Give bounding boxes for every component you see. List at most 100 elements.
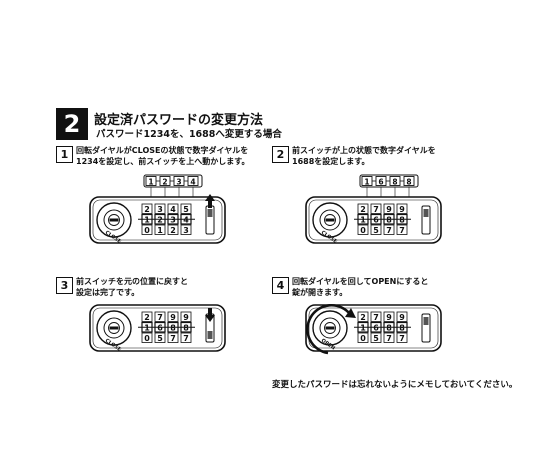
step-2-line1: 前スイッチが上の状態で数字ダイヤルを	[292, 146, 436, 155]
step-3-digit-wheel	[141, 332, 153, 343]
step-1-digit: 2	[157, 216, 163, 225]
step-1-digit: 2	[170, 226, 176, 235]
step-4-digit: 8	[386, 324, 392, 333]
section-title: 設定済パスワードの変更方法	[94, 113, 264, 128]
step-3-digit: 7	[183, 334, 189, 343]
step-3-digit-wheel	[167, 311, 179, 322]
step-1-lock-inner	[92, 199, 223, 241]
step-1-digit-wheel	[167, 224, 179, 235]
step-2-digit-wheel	[370, 224, 382, 235]
step-3-line2: 設定は完了です。	[76, 288, 140, 297]
step-3-keyhole-slot	[109, 326, 119, 330]
step-4-rotation-arrowhead	[345, 308, 356, 318]
step-3-digit-wheel	[180, 332, 192, 343]
step-2-digit-wheel	[357, 224, 369, 235]
step-3-digit: 7	[170, 334, 176, 343]
step-4-number: 4	[272, 277, 289, 294]
step-4-keyhole-slot	[325, 326, 335, 330]
step-2-switch-knob	[423, 209, 429, 217]
step-1-digit: 3	[183, 226, 189, 235]
step-4-digit: 9	[399, 313, 405, 322]
step-2-digit-wheel	[370, 203, 382, 214]
step-1-digit-wheel	[141, 224, 153, 235]
step-1-digit-wheel	[167, 203, 179, 214]
step-4-digit-wheel	[396, 311, 408, 322]
step-2-digit: 2	[360, 205, 366, 214]
step-3-digit-wheel	[167, 332, 179, 343]
step-2-digit-wheel	[396, 203, 408, 214]
step-3-digit: 9	[183, 313, 189, 322]
step-2-digit: 0	[360, 226, 366, 235]
step-2-digit: 7	[386, 226, 392, 235]
step-3-digit: 8	[170, 324, 176, 333]
step-1-digit: 1	[144, 216, 150, 225]
step-3-digit-wheel	[180, 311, 192, 322]
step-2-digit-wheel	[383, 224, 395, 235]
step-1-switch-up-arrow	[205, 194, 215, 208]
step-1-digit: 3	[157, 205, 163, 214]
step-4-digit: 5	[373, 334, 379, 343]
step-3-digit: 2	[144, 313, 150, 322]
section-number-badge: 2	[56, 108, 88, 140]
step-4-digit-wheel	[383, 311, 395, 322]
step-4-lock-inner	[308, 307, 439, 349]
step-2-digit: 8	[399, 216, 405, 225]
step-2-digit: 1	[360, 216, 366, 225]
step-2-keyhole-slot	[325, 218, 335, 222]
step-3-digit: 1	[144, 324, 150, 333]
step-2-digit: 5	[373, 226, 379, 235]
step-4-digit: 1	[360, 324, 366, 333]
step-1-digit-wheel	[154, 203, 166, 214]
step-4-rotation-arrow	[306, 303, 352, 355]
step-3-digit: 5	[157, 334, 163, 343]
step-2-code-digit: 1	[364, 177, 369, 186]
step-1-digit-wheel	[154, 224, 166, 235]
step-3-digit: 9	[170, 313, 176, 322]
step-2-digit-wheel	[383, 203, 395, 214]
step-3-digit: 6	[157, 324, 163, 333]
step-2-digit: 9	[399, 205, 405, 214]
step-1-digit-wheel	[141, 203, 153, 214]
step-2-digit-wheel	[357, 203, 369, 214]
step-1-digit: 2	[144, 205, 150, 214]
step-4-digit: 8	[399, 324, 405, 333]
step-2-digit: 9	[386, 205, 392, 214]
step-1-digit: 4	[183, 216, 189, 225]
step-4-digit: 9	[386, 313, 392, 322]
step-1-digit: 3	[170, 216, 176, 225]
step-3-switch-down-arrow	[205, 308, 215, 322]
step-3-line1: 前スイッチを元の位置に戻すと	[76, 277, 188, 286]
step-1-code-digit: 3	[176, 177, 181, 186]
step-3-switch-knob	[207, 331, 213, 339]
step-3-digit: 0	[144, 334, 150, 343]
step-4-line2: 錠が開きます。	[292, 288, 348, 297]
step-4-digit-wheel	[370, 311, 382, 322]
step-3-digit: 7	[157, 313, 163, 322]
step-1-line1: 回転ダイヤルがCLOSEの状態で数字ダイヤルを	[76, 146, 249, 155]
step-4-digit: 7	[373, 313, 379, 322]
step-4-digit-wheel	[357, 311, 369, 322]
step-1-digit: 0	[144, 226, 150, 235]
step-1-digit-wheel	[180, 203, 192, 214]
step-1-digit: 4	[170, 205, 176, 214]
step-2-digit: 6	[373, 216, 379, 225]
step-1-number: 1	[56, 146, 73, 163]
step-2-lock-inner	[308, 199, 439, 241]
step-2-digit: 8	[386, 216, 392, 225]
step-2-code-digit: 8	[392, 177, 397, 186]
step-4-digit: 7	[386, 334, 392, 343]
step-2-number: 2	[272, 146, 289, 163]
step-4-digit-wheel	[396, 332, 408, 343]
step-2-digit: 7	[399, 226, 405, 235]
step-2-line2: 1688を設定します。	[292, 157, 370, 166]
step-4-digit-wheel	[357, 332, 369, 343]
step-4-digit: 6	[373, 324, 379, 333]
step-1-switch-knob	[207, 209, 213, 217]
step-1-line2: 1234を設定し、前スイッチを上へ動かします。	[76, 157, 250, 166]
step-4-digit-wheel	[383, 332, 395, 343]
step-3-digit-wheel	[141, 311, 153, 322]
step-1-digit-wheel	[180, 224, 192, 235]
